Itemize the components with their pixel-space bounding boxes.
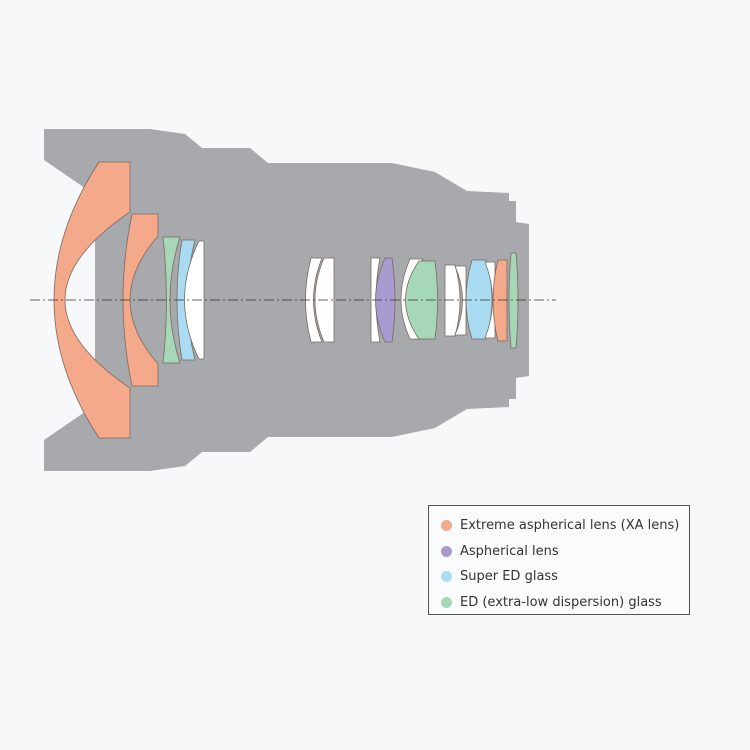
legend-label: Extreme aspherical lens (XA lens) — [460, 518, 680, 534]
legend-item-xa-lens: Extreme aspherical lens (XA lens) — [441, 513, 689, 539]
ed-lens-3 — [508, 252, 519, 349]
legend-label: Super ED glass — [460, 569, 558, 585]
super-ed-color-dot-icon — [441, 571, 452, 583]
legend-item-aspherical: Aspherical lens — [441, 539, 689, 565]
lens-element-plain — [444, 264, 461, 337]
xa-lens-color-dot-icon — [441, 520, 452, 532]
legend-item-ed: ED (extra-low dispersion) glass — [441, 590, 689, 616]
xa-lens-rear — [492, 259, 508, 342]
lens-element-plain — [484, 261, 496, 339]
xa-lens-second — [122, 213, 159, 387]
ed-color-dot-icon — [441, 596, 452, 608]
legend: Extreme aspherical lens (XA lens) Aspher… — [428, 505, 690, 615]
ed-lens-1 — [162, 236, 181, 364]
xa-lens-front — [53, 161, 131, 439]
legend-label: Aspherical lens — [460, 543, 559, 559]
lens-element-plain — [454, 265, 467, 336]
aspherical-color-dot-icon — [441, 545, 452, 557]
legend-label: ED (extra-low dispersion) glass — [460, 594, 662, 610]
legend-item-super-ed: Super ED glass — [441, 564, 689, 590]
lens-element-plain — [305, 257, 323, 343]
